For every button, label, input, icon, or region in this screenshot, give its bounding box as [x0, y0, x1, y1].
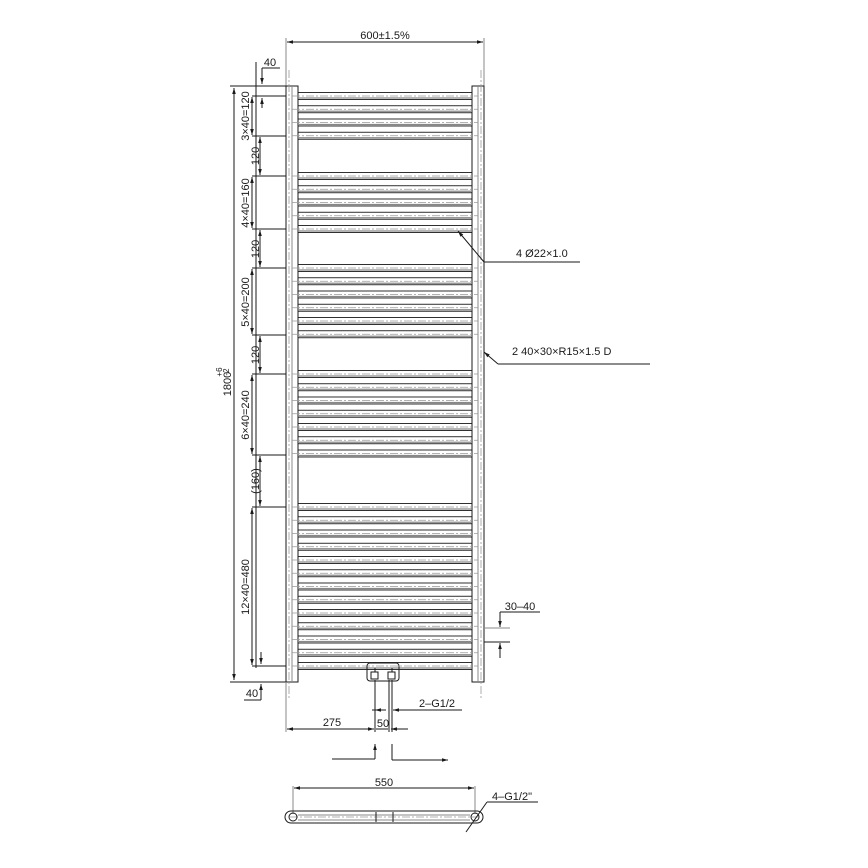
flow-arrows: [332, 744, 448, 762]
width-label: 600±1.5%: [360, 30, 410, 42]
height-tol-lower: -2: [222, 368, 231, 376]
plan-view: 550 4–G1/2": [284, 777, 538, 833]
top-offset-dimension: 40: [260, 57, 280, 108]
bottom-offset-label: 40: [246, 688, 258, 700]
group-label-4: 6×40=240: [240, 390, 252, 440]
svg-text:1800: 1800: [222, 372, 234, 396]
group-label-2: 4×40=160: [240, 178, 252, 228]
group-label-1: 3×40=120: [240, 91, 252, 141]
height-dimension: 1800 +6 -2: [215, 85, 286, 683]
horizontal-bars: [292, 92, 478, 670]
connection-valve: [366, 662, 400, 732]
group-dimension-chain: 3×40=120 120 4×40=160 120 5×40=200 120 6…: [240, 62, 286, 668]
tube-callout: 4 Ø22×1.0: [457, 230, 580, 263]
column-callout: 2 40×30×R15×1.5 D: [483, 346, 650, 365]
tube-callout-label: 4 Ø22×1.0: [516, 248, 568, 260]
connection-thread-label: 2–G1/2: [419, 698, 455, 710]
connection-offset-label: 275: [323, 717, 341, 729]
wall-gap-dimension: 30–40: [484, 601, 540, 658]
bottom-offset-dimension: 40: [244, 652, 263, 701]
plan-thread-label: 4–G1/2": [492, 791, 532, 803]
wall-gap-label: 30–40: [505, 601, 536, 613]
group-gap-2: 120: [250, 240, 262, 258]
plan-width-label: 550: [375, 777, 393, 789]
left-column: [285, 70, 299, 700]
height-label: 1800: [222, 372, 234, 396]
top-offset-label: 40: [264, 57, 276, 69]
group-gap-4: (160): [250, 468, 262, 494]
right-column: [471, 70, 485, 700]
connection-spacing-label: 50: [377, 718, 389, 730]
group-gap-3: 120: [250, 346, 262, 364]
group-label-3: 5×40=200: [240, 277, 252, 327]
group-gap-1: 120: [250, 147, 262, 165]
group-label-5: 12×40=480: [240, 559, 252, 615]
width-dimension: 600±1.5%: [285, 30, 485, 86]
column-callout-label: 2 40×30×R15×1.5 D: [512, 346, 611, 358]
height-tol-upper: +6: [215, 367, 224, 377]
connection-dimensions: 275 50 2–G1/2: [285, 682, 462, 732]
